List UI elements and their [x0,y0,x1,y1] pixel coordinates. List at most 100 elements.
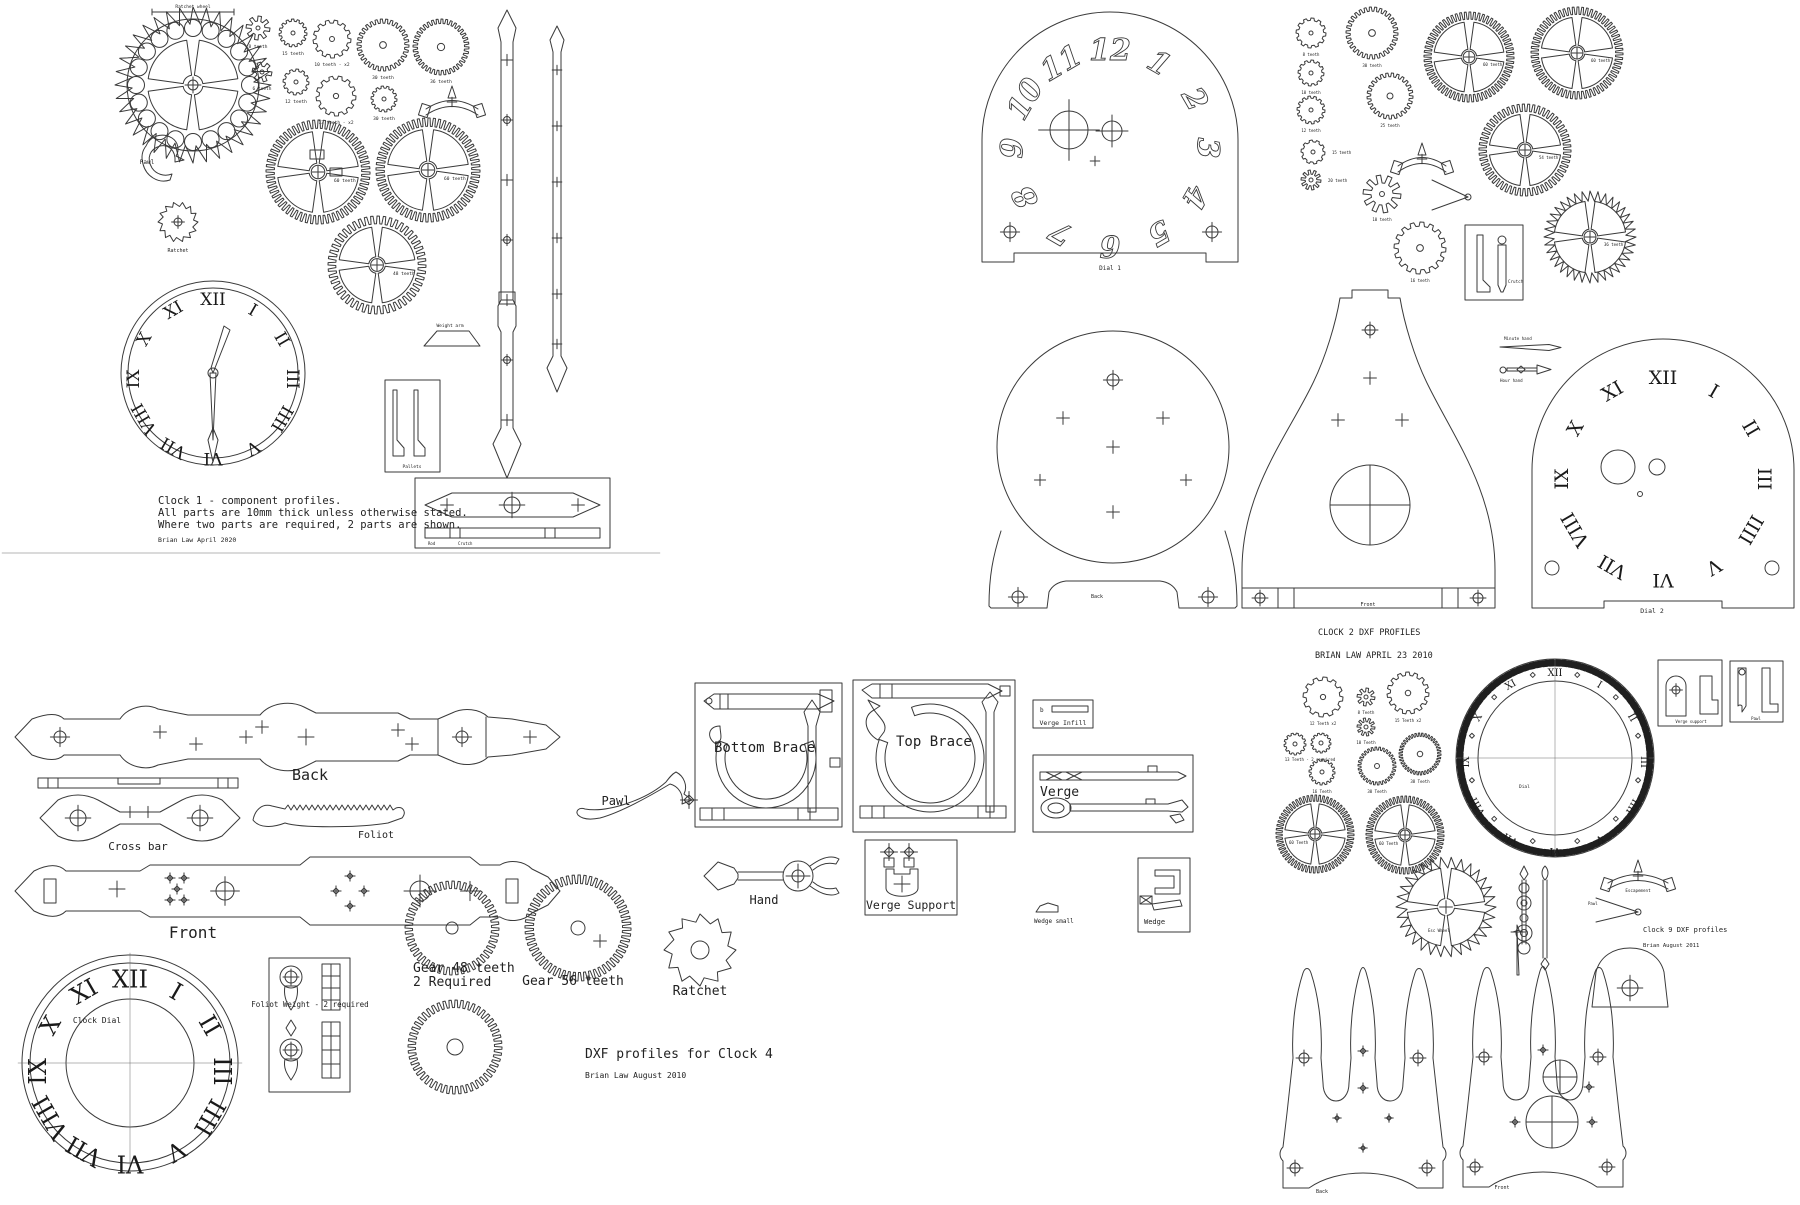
svg-text:54 teeth: 54 teeth [1539,155,1559,160]
clock1-pallets-label: Pallets [403,464,422,470]
clock2-crutch-label: Crutch [1508,279,1524,284]
clock4-verge-infill-label: Verge Infill [1040,719,1087,727]
svg-text:IX: IX [124,369,144,389]
clock1-weight-arm-label: Weight arm [436,323,463,329]
clock4-bottom-brace-label: Bottom Brace [714,740,815,756]
clock2-hour-hand-label: Hour hand [1500,378,1523,383]
clock4-gear48-label-1: Gear 48 teeth [413,961,515,976]
svg-text:15 Teeth x2: 15 Teeth x2 [1395,718,1422,723]
svg-text:60 teeth: 60 teeth [334,178,356,184]
svg-text:II: II [269,329,293,351]
clock4-foliot-weight-label: Foliot Weight - 2 required [251,1000,368,1009]
clock9-esc-wheel-label: Esc Wheel [1428,928,1450,933]
svg-text:XII: XII [1547,668,1562,679]
svg-text:20 teeth: 20 teeth [1328,178,1348,183]
clock9-dial-label: Dial [1519,784,1530,790]
clock1-top-wheel-label: Ratchet wheel [175,4,211,10]
svg-text:13 Teeth - 2 required: 13 Teeth - 2 required [1285,757,1336,762]
svg-text:60 teeth: 60 teeth [1483,62,1503,67]
clock9-title: Clock 9 DXF profiles [1643,926,1727,934]
clock4-wedge-small-label: Wedge small [1034,918,1074,925]
svg-text:12 teeth: 12 teeth [285,99,307,105]
svg-text:8 Teeth: 8 Teeth [1358,710,1375,715]
clock1-crutch-label: Crutch [458,541,473,546]
clock1-rod-label: Rod [428,541,436,546]
svg-text:X: X [1472,711,1486,723]
clock4-foliot-label: Foliot [358,830,394,841]
svg-text:XI: XI [160,297,186,324]
svg-text:X: X [34,1011,67,1040]
clock9-front-label: Front [1494,1185,1509,1191]
svg-text:12 Teeth x2: 12 Teeth x2 [1310,721,1337,726]
svg-text:10 teeth: 10 teeth [1301,90,1321,95]
clock2-dial1-label: Dial 1 [1099,265,1121,272]
clock4-wedge-label: Wedge [1144,918,1165,926]
svg-text:12: 12 [1089,33,1131,68]
svg-text:V: V [1702,553,1726,580]
svg-text:IX: IX [24,1058,52,1085]
svg-text:15 teeth: 15 teeth [1332,150,1352,155]
clock4-clock-dial-label: Clock Dial [73,1016,121,1025]
svg-text:IIII: IIII [1733,511,1767,548]
svg-text:VII: VII [157,432,190,463]
svg-text:IIII: IIII [188,1094,231,1141]
clock4-verge-infill-b: b [1040,707,1044,714]
svg-text:I: I [245,300,261,321]
svg-text:X: X [133,328,157,349]
svg-text:7: 7 [1043,212,1079,253]
svg-text:10 teeth: 10 teeth [1372,217,1392,222]
svg-text:XII: XII [112,965,148,993]
clock9-pawl-label: Pawl [1588,901,1598,906]
clock4-top-brace-label: Top Brace [896,734,972,750]
svg-text:VI: VI [1549,845,1561,856]
svg-text:VII: VII [61,1130,107,1173]
svg-text:48 teeth: 48 teeth [393,271,415,277]
clock2-minute-hand-label: Minute hand [1504,336,1532,341]
svg-text:6: 6 [1099,228,1120,263]
svg-text:8 teeth: 8 teeth [249,44,268,50]
clock9-escapement-label: Escapement [1625,888,1651,893]
clock9-back-frame [1279,967,1447,1189]
clock4-gear56-label: Gear 56 teeth [522,974,624,989]
svg-text:60 teeth: 60 teeth [1591,58,1611,63]
svg-text:38 Teeth: 38 Teeth [1410,779,1430,784]
svg-text:I: I [1595,680,1604,692]
svg-text:XI: XI [1598,377,1627,407]
svg-text:I: I [165,977,187,1006]
svg-text:60 teeth: 60 teeth [444,176,466,182]
svg-text:III: III [1638,756,1649,768]
svg-text:11: 11 [1034,38,1088,89]
clock9-verge-support-label: Verge support [1675,719,1707,724]
svg-text:6 teeth: 6 teeth [253,86,272,92]
svg-text:II: II [1625,712,1639,724]
svg-text:IX: IX [1461,756,1472,768]
svg-text:X: X [1563,417,1589,440]
svg-text:VIII: VIII [1557,508,1595,551]
svg-text:4: 4 [1174,179,1215,215]
svg-text:15 teeth: 15 teeth [282,51,304,57]
svg-text:30 teeth: 30 teeth [373,116,395,122]
svg-text:3: 3 [1190,138,1225,159]
clock4-title: DXF profiles for Clock 4 [585,1047,773,1062]
clock4-verge-support-label: Verge Support [866,898,956,912]
svg-text:60 Teeth: 60 Teeth [1289,840,1309,845]
svg-text:II: II [1737,416,1764,440]
clock4-pawl-label: Pawl [602,794,631,808]
clock2-author: BRIAN LAW APRIL 23 2010 [1315,651,1433,661]
svg-text:2: 2 [1174,81,1215,117]
svg-text:III: III [282,369,302,389]
clock9-pawl-box-label: Pawl [1751,716,1761,721]
svg-text:30 teeth: 30 teeth [372,75,394,81]
clock1-note-3: Where two parts are required, 2 parts ar… [158,519,461,531]
svg-text:9: 9 [995,137,1030,158]
clock9-author: Brian August 2011 [1643,943,1699,949]
svg-text:16 teeth: 16 teeth [1410,278,1430,283]
clock4-gear48-label-2: 2 Required [413,975,491,990]
svg-text:IX: IX [1551,468,1573,490]
svg-text:8: 8 [1005,179,1046,216]
svg-text:10 Teeth: 10 Teeth [1356,740,1376,745]
svg-text:IIII: IIII [266,402,297,435]
svg-text:I: I [1705,380,1723,403]
